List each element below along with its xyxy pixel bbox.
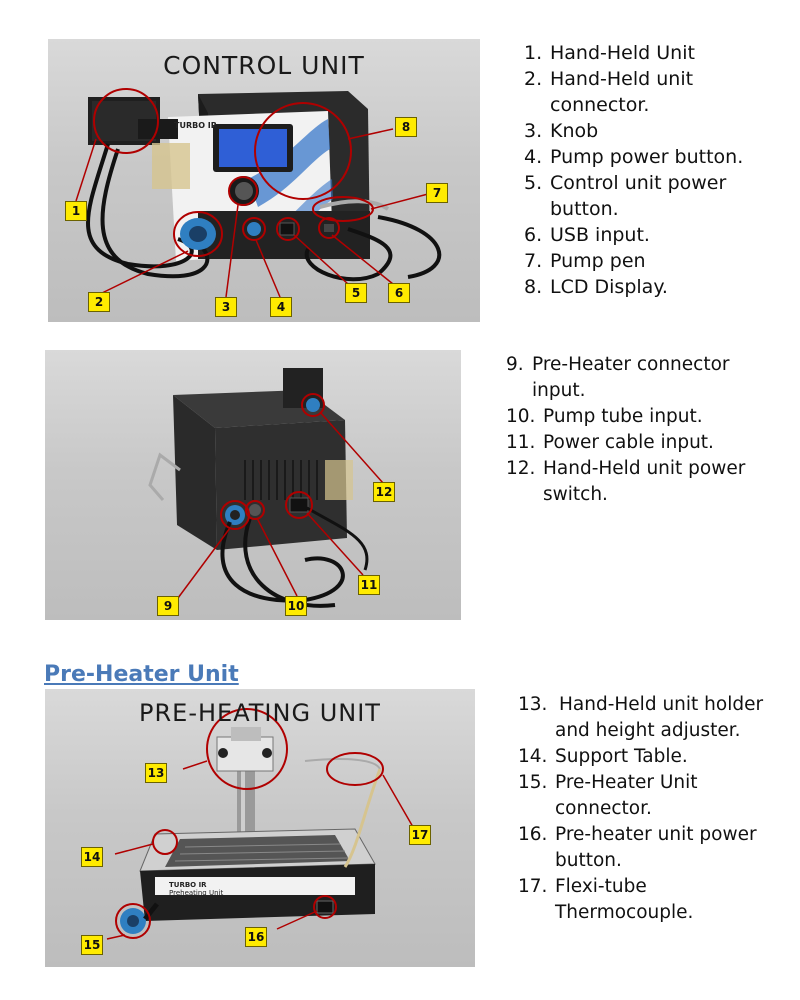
callout-14: 14 xyxy=(81,847,103,867)
legend-item: 17.Flexi-tube Thermocouple. xyxy=(518,876,694,923)
legend-item: 12.Hand-Held unit power switch. xyxy=(506,458,746,505)
legend-item: 14.Support Table. xyxy=(518,746,688,767)
back-view-illustration xyxy=(148,368,384,608)
legend-item: 4.Pump power button. xyxy=(524,146,744,168)
callout-13: 13 xyxy=(145,763,167,783)
callout-8: 8 xyxy=(395,117,417,137)
preheater-device-label: TURBO IR Preheating Unit xyxy=(169,881,224,897)
control-unit-photo: CONTROL UNIT TURBO IR 1 2 3 4 5 6 7 8 xyxy=(48,39,480,322)
back-view-photo: 9 10 11 12 xyxy=(45,350,461,620)
legend-item: 3.Knob xyxy=(524,120,599,142)
callout-2: 2 xyxy=(88,292,110,312)
pre-heating-unit-title: PRE-HEATING UNIT xyxy=(139,699,381,727)
callout-16: 16 xyxy=(245,927,267,947)
legend-item: 15.Pre-Heater Unit connector. xyxy=(518,772,698,819)
legend-item: 6.USB input. xyxy=(524,224,650,246)
callout-9: 9 xyxy=(157,596,179,616)
callout-5: 5 xyxy=(345,283,367,303)
callout-7: 7 xyxy=(426,183,448,203)
legend-item: 16.Pre-heater unit power button. xyxy=(518,824,757,871)
callout-12: 12 xyxy=(373,482,395,502)
legend-item: 1.Hand-Held Unit xyxy=(524,42,695,64)
pre-heater-section-heading: Pre-Heater Unit xyxy=(44,662,239,687)
callout-4: 4 xyxy=(270,297,292,317)
control-unit-illustration xyxy=(75,88,442,298)
pre-heater-photo: PRE-HEATING UNIT TURBO IR Preheating Uni… xyxy=(45,689,475,967)
legend-item: 5.Control unit power button. xyxy=(524,172,727,220)
callout-17: 17 xyxy=(409,825,431,845)
callout-10: 10 xyxy=(285,596,307,616)
callout-11: 11 xyxy=(358,575,380,595)
pre-heater-legend: 13.Hand-Held unit holder and height adju… xyxy=(518,692,788,926)
legend-item: 2.Hand-Held unit connector. xyxy=(524,68,694,116)
legend-item: 13.Hand-Held unit holder and height adju… xyxy=(518,694,764,741)
legend-item: 7.Pump pen xyxy=(524,250,646,272)
legend-item: 11.Power cable input. xyxy=(506,432,714,453)
callout-6: 6 xyxy=(388,283,410,303)
callout-15: 15 xyxy=(81,935,103,955)
control-unit-title: CONTROL UNIT xyxy=(163,51,365,80)
legend-item: 10.Pump tube input. xyxy=(506,406,703,427)
pre-heater-illustration xyxy=(106,708,414,940)
control-unit-legend: 1.Hand-Held Unit 2.Hand-Held unit connec… xyxy=(524,40,784,300)
back-view-legend: 9.Pre-Heater connector input. 10.Pump tu… xyxy=(506,352,786,508)
legend-item: 9.Pre-Heater connector input. xyxy=(506,354,730,401)
callout-3: 3 xyxy=(215,297,237,317)
callout-1: 1 xyxy=(65,201,87,221)
legend-item: 8.LCD Display. xyxy=(524,276,668,298)
device-brand-label: TURBO IR xyxy=(174,121,217,130)
